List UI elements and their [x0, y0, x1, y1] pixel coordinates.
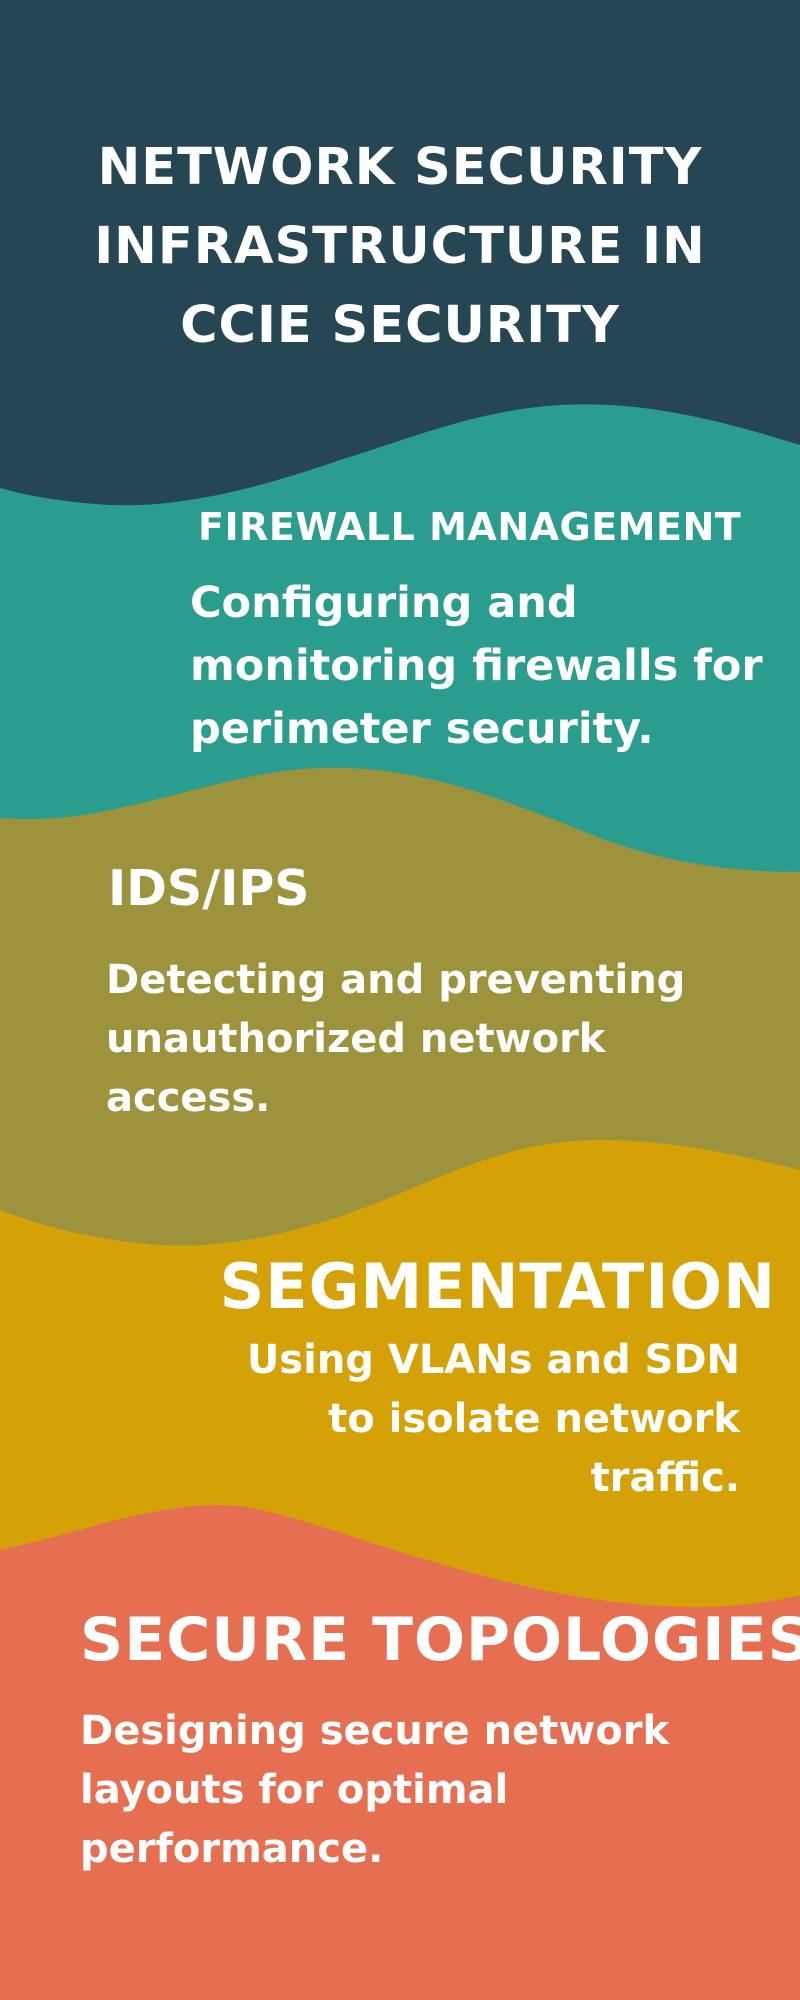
navy-band	[0, 0, 800, 506]
section-text-ids-ips: Detecting and preventing unauthorized ne…	[106, 957, 686, 1121]
section-text-secure-topologies: Designing secure network layouts for opt…	[80, 1708, 670, 1872]
section-heading-firewall: FIREWALL MANAGEMENT	[198, 505, 742, 549]
section-heading-segmentation: SEGMENTATION	[219, 1250, 776, 1323]
page-title: NETWORK SECURITY INFRASTRUCTURE IN CCIE …	[94, 138, 706, 355]
section-heading-secure-topologies: SECURE TOPOLOGIES:	[80, 1605, 800, 1675]
section-text-firewall: Configuring and monitoring firewalls for…	[190, 578, 763, 754]
section-heading-ids-ips: IDS/IPS	[108, 860, 310, 917]
section-text-segmentation: Using VLANs and SDN to isolate network t…	[246, 1337, 740, 1501]
